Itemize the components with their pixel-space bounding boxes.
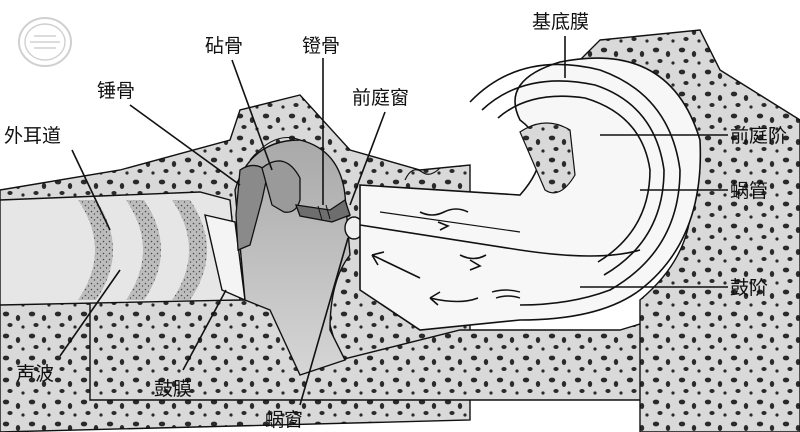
label-sound-wave: 声波 bbox=[16, 363, 54, 385]
seal-logo-icon bbox=[19, 18, 71, 66]
label-malleus: 锤骨 bbox=[97, 80, 135, 102]
label-tympanic-membrane: 鼓膜 bbox=[154, 378, 192, 400]
label-round-window: 蜗窗 bbox=[265, 409, 303, 431]
label-scala-vestibuli: 前庭阶 bbox=[730, 125, 787, 147]
label-cochlear-duct: 蜗管 bbox=[730, 180, 768, 202]
label-stapes: 镫骨 bbox=[302, 35, 340, 57]
label-external-auditory-canal: 外耳道 bbox=[4, 125, 61, 147]
label-basilar-membrane: 基底膜 bbox=[532, 11, 589, 33]
label-oval-window: 前庭窗 bbox=[352, 87, 409, 109]
label-incus: 砧骨 bbox=[205, 35, 243, 57]
label-scala-tympani: 鼓阶 bbox=[730, 277, 768, 299]
external-auditory-canal bbox=[0, 192, 240, 305]
